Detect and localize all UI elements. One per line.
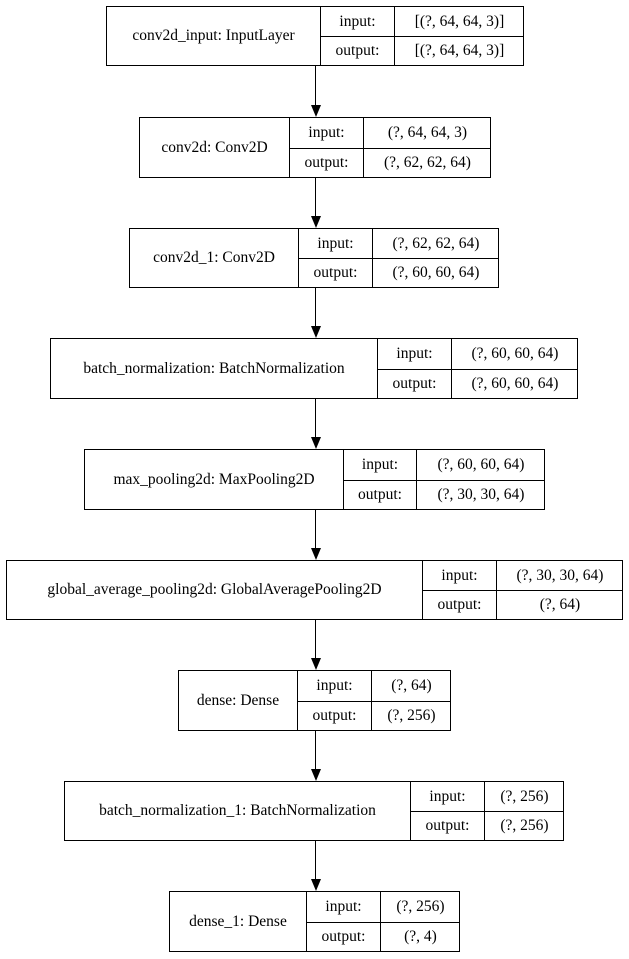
output-label: output: (344, 481, 417, 509)
arrow-head (310, 326, 321, 338)
output-label: output: (307, 923, 381, 951)
layer-name: max_pooling2d: MaxPooling2D (85, 450, 344, 509)
layer-name: batch_normalization_1: BatchNormalizatio… (65, 782, 411, 840)
output-shape: (?, 30, 30, 64) (437, 486, 525, 504)
arrow-head (310, 105, 321, 117)
output-label: output: (423, 591, 497, 619)
input-label: input: (321, 7, 395, 37)
output-shape: (?, 4) (404, 928, 437, 946)
edge-line (315, 620, 316, 659)
layer-name: conv2d: Conv2D (140, 118, 290, 177)
edge-line (315, 399, 316, 438)
edge-line (315, 841, 316, 880)
edge-line (315, 288, 316, 327)
output-label: output: (290, 149, 364, 177)
input-label: input: (290, 118, 364, 149)
edge-line (315, 731, 316, 770)
layer-name: batch_normalization: BatchNormalization (51, 339, 378, 398)
arrow-head (310, 548, 321, 560)
input-label: input: (344, 450, 417, 481)
input-label: input: (378, 339, 452, 370)
input-shape: (?, 64) (372, 671, 451, 702)
output-label: output: (378, 370, 452, 398)
output-shape: (?, 64) (539, 596, 581, 614)
input-shape: (?, 256) (381, 892, 460, 923)
layer-node: global_average_pooling2d: GlobalAverageP… (6, 560, 623, 620)
input-shape: (?, 60, 60, 64) (452, 339, 578, 370)
input-shape: (?, 30, 30, 64) (497, 561, 623, 591)
input-label: input: (423, 561, 497, 591)
edge-line (315, 178, 316, 217)
arrow-head (310, 879, 321, 891)
edge-line (315, 66, 316, 106)
output-shape: (?, 60, 60, 64) (471, 375, 559, 393)
input-shape: [(?, 64, 64, 3)] (395, 7, 524, 37)
output-label: output: (321, 37, 395, 65)
input-shape: (?, 60, 60, 64) (417, 450, 545, 481)
output-shape: (?, 60, 60, 64) (392, 264, 480, 282)
arrow-head (310, 216, 321, 228)
layer-name: global_average_pooling2d: GlobalAverageP… (7, 561, 423, 619)
output-label: output: (299, 259, 373, 287)
input-label: input: (299, 229, 373, 259)
edge-line (315, 510, 316, 549)
layer-node: batch_normalization_1: BatchNormalizatio… (64, 781, 564, 841)
layer-name: dense_1: Dense (170, 892, 307, 951)
input-label: input: (298, 671, 372, 702)
arrow-head (310, 769, 321, 781)
output-shape: [(?, 64, 64, 3)] (414, 42, 505, 60)
output-shape: (?, 256) (387, 707, 436, 725)
input-shape: (?, 256) (485, 782, 564, 812)
arrow-head (310, 437, 321, 449)
input-label: input: (411, 782, 485, 812)
output-shape: (?, 256) (500, 817, 549, 835)
layer-name: conv2d_1: Conv2D (130, 229, 299, 287)
arrow-head (310, 658, 321, 670)
layer-name: dense: Dense (179, 671, 298, 730)
output-shape: (?, 62, 62, 64) (384, 154, 471, 172)
input-label: input: (307, 892, 381, 923)
output-label: output: (298, 702, 372, 730)
input-shape: (?, 62, 62, 64) (373, 229, 499, 259)
output-label: output: (411, 812, 485, 840)
input-shape: (?, 64, 64, 3) (364, 118, 491, 149)
layer-name: conv2d_input: InputLayer (107, 7, 321, 65)
